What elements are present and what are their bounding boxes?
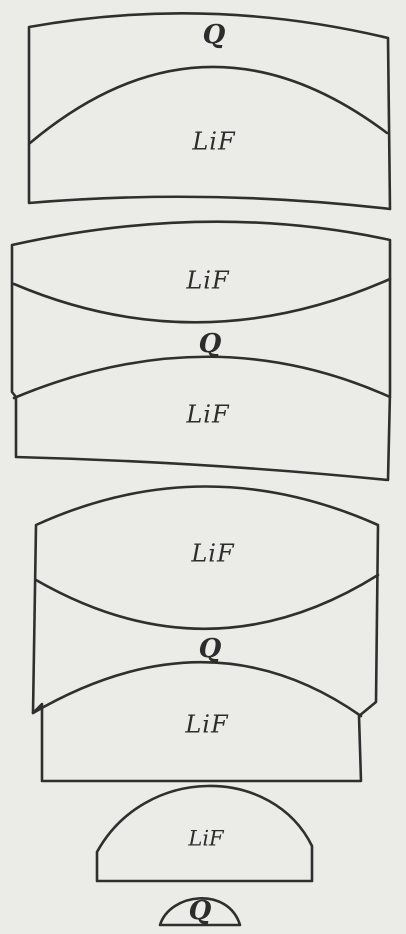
lens-group-3-outline: [31, 485, 380, 783]
lens-group-2-interface-top: [12, 277, 392, 324]
lens-group-2-quartz-label: Q: [199, 329, 222, 359]
lens-group-1: Q LiF: [27, 12, 392, 211]
lens-group-1-outline: [27, 12, 392, 211]
lens-group-3-interface-bottom: [31, 660, 363, 718]
lens-group-1-quartz-label: Q: [203, 20, 226, 50]
lens-group-2-interface-bottom: [12, 355, 392, 400]
lens-group-4: LiF Q: [95, 784, 314, 927]
lens-group-1-lif-label: LiF: [191, 128, 236, 156]
lens-group-3-quartz-label: Q: [199, 634, 222, 664]
lens-group-2: LiF Q LiF: [10, 220, 392, 482]
lens-group-1-interface: [28, 65, 389, 145]
lens-group-3: LiF Q LiF: [31, 485, 380, 783]
lens-group-4-lif-outline: [95, 784, 314, 883]
lens-group-2-bottom-lif-label: LiF: [185, 401, 230, 429]
lens-group-3-bottom-lif-label: LiF: [184, 711, 229, 739]
lens-group-2-outline: [10, 220, 392, 482]
lens-group-4-lif-label: LiF: [187, 827, 225, 851]
lens-group-4-quartz-outline: [158, 897, 242, 927]
lens-group-4-quartz-label: Q: [189, 896, 212, 926]
lens-group-3-top-lif-label: LiF: [190, 540, 235, 568]
lens-group-2-top-lif-label: LiF: [185, 267, 230, 295]
lens-group-3-interface-top: [34, 573, 380, 631]
